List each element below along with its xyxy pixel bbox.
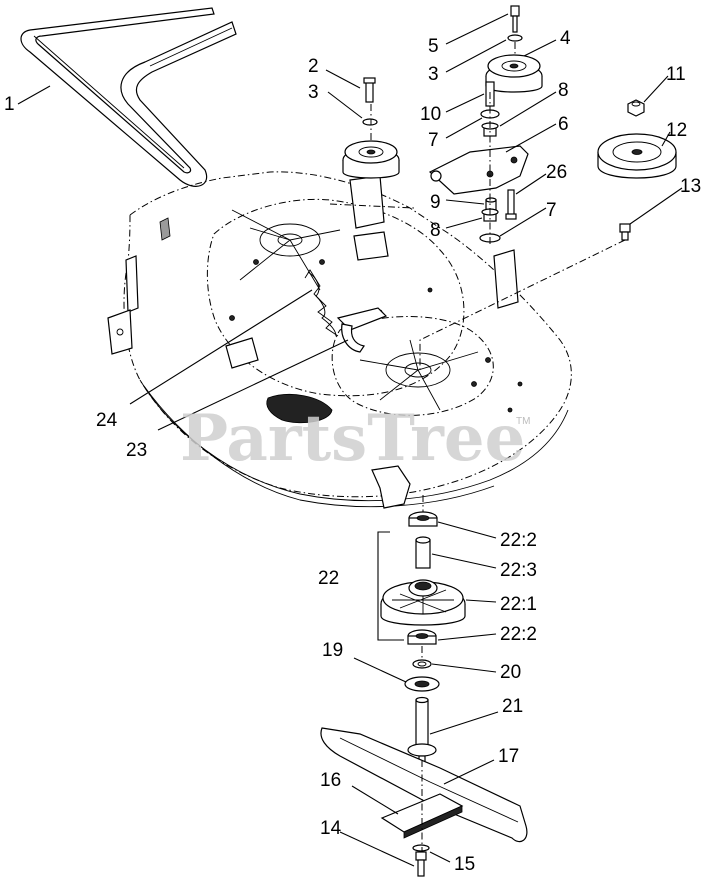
bolt-2[interactable] bbox=[363, 77, 376, 103]
callout-12: 12 bbox=[666, 120, 687, 141]
callout-22-3: 22:3 bbox=[500, 560, 537, 581]
callout-15: 15 bbox=[454, 854, 475, 875]
callout-13: 13 bbox=[680, 176, 701, 197]
bolt-13[interactable] bbox=[619, 223, 631, 241]
bolt-5[interactable] bbox=[510, 5, 520, 33]
spindle-housing-22-1[interactable] bbox=[380, 579, 466, 626]
washer-3-right[interactable] bbox=[507, 34, 523, 42]
leader-lines bbox=[17, 13, 683, 867]
idler-pulley-left[interactable] bbox=[342, 140, 400, 179]
callout-4: 4 bbox=[560, 28, 571, 49]
deck-bracket-left bbox=[107, 255, 139, 355]
callout-8-bottom: 8 bbox=[430, 220, 441, 241]
bolt-26[interactable] bbox=[505, 189, 517, 220]
callout-3-right: 3 bbox=[428, 64, 439, 85]
callout-9: 9 bbox=[430, 192, 441, 213]
callout-22-1: 22:1 bbox=[500, 594, 537, 615]
bushing-9[interactable] bbox=[485, 197, 497, 211]
drive-belt[interactable] bbox=[20, 7, 237, 187]
callout-26: 26 bbox=[546, 162, 567, 183]
deck-mount-front bbox=[225, 337, 259, 369]
washer-15[interactable] bbox=[412, 844, 430, 852]
washer-3-left[interactable] bbox=[362, 118, 378, 126]
callout-20: 20 bbox=[500, 662, 521, 683]
idler-pulley-4[interactable] bbox=[485, 54, 543, 93]
bearing-22-2-top[interactable] bbox=[408, 511, 438, 527]
assembly-bracket-22 bbox=[377, 531, 404, 641]
tension-spring[interactable] bbox=[304, 269, 339, 337]
callout-7-bottom: 7 bbox=[546, 200, 557, 221]
watermark: PartsTree bbox=[180, 401, 525, 476]
deck-opening bbox=[266, 394, 333, 424]
bearing-22-2-bottom[interactable] bbox=[407, 629, 437, 645]
seal-20[interactable] bbox=[412, 659, 432, 669]
callout-labels: 1 2 3 5 3 4 10 8 7 6 11 12 26 9 13 8 7 2… bbox=[4, 28, 701, 875]
bolt-14[interactable] bbox=[415, 851, 427, 877]
idler-bracket-6[interactable] bbox=[428, 145, 529, 195]
callout-10: 10 bbox=[420, 104, 441, 125]
spacer-22-3[interactable] bbox=[415, 536, 431, 569]
blade-adapter-16[interactable] bbox=[380, 793, 464, 839]
callout-11: 11 bbox=[666, 64, 686, 85]
callout-2: 2 bbox=[308, 56, 319, 77]
center-lines bbox=[329, 42, 626, 852]
callout-24: 24 bbox=[96, 410, 118, 431]
callout-7-top: 7 bbox=[428, 130, 439, 151]
callout-5: 5 bbox=[428, 36, 439, 57]
callout-21: 21 bbox=[502, 696, 523, 717]
watermark-trademark: TM bbox=[516, 416, 530, 427]
deck-rib-left bbox=[231, 209, 341, 291]
blade-17[interactable] bbox=[320, 727, 528, 843]
pulley-12[interactable] bbox=[597, 133, 677, 179]
mower-deck[interactable] bbox=[107, 171, 572, 509]
callout-22-2-bottom: 22:2 bbox=[500, 624, 537, 645]
deck-mount-lower bbox=[371, 465, 411, 509]
callout-16: 16 bbox=[320, 770, 341, 791]
idler-arm[interactable] bbox=[336, 307, 388, 353]
deck-holes bbox=[229, 259, 523, 413]
callout-3-left: 3 bbox=[308, 82, 319, 103]
deck-rib-right bbox=[359, 339, 479, 411]
callout-23: 23 bbox=[126, 440, 147, 461]
callout-1: 1 bbox=[4, 94, 15, 115]
callout-6: 6 bbox=[558, 114, 569, 135]
deck-bracket-right bbox=[493, 249, 519, 309]
callout-8-top: 8 bbox=[558, 80, 569, 101]
callout-22-2-top: 22:2 bbox=[500, 530, 537, 551]
hub-19[interactable] bbox=[404, 676, 440, 692]
callout-14: 14 bbox=[320, 818, 342, 839]
callout-22: 22 bbox=[318, 568, 339, 589]
callout-17: 17 bbox=[498, 746, 519, 767]
nut-11[interactable] bbox=[627, 99, 645, 117]
callout-19: 19 bbox=[322, 640, 343, 661]
idler-mount-bracket bbox=[349, 175, 385, 229]
